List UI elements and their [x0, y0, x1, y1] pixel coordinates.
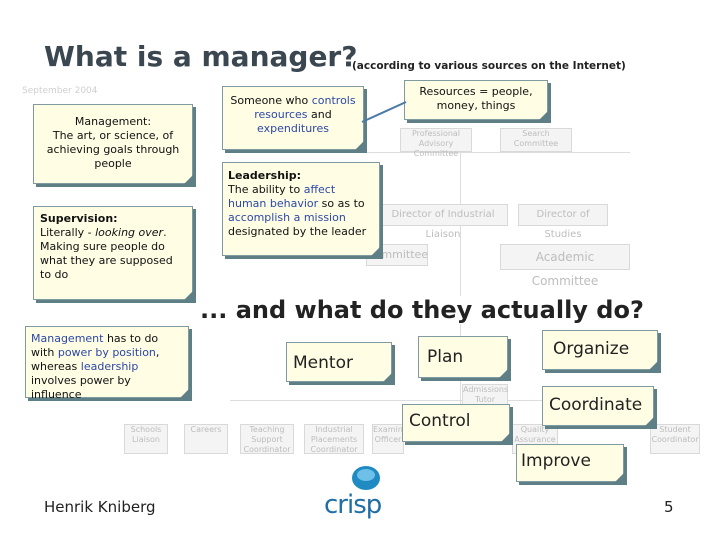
- connector-line: [361, 101, 407, 123]
- task-organize: Organize: [542, 330, 658, 370]
- org-box: Careers: [184, 424, 228, 454]
- footer-author: Henrik Kniberg: [44, 498, 156, 516]
- org-box: Director of Industrial Liaison: [378, 204, 508, 240]
- logo-swoosh-icon: [352, 466, 380, 490]
- org-box: Teaching Support Coordinator: [240, 424, 294, 454]
- management-heading: Management:: [74, 115, 152, 128]
- org-box: Schools Liaison: [124, 424, 168, 454]
- page-number: 5: [664, 498, 674, 516]
- org-box: Academic Committee: [500, 244, 630, 288]
- org-box: Search Committee: [500, 128, 572, 152]
- leadership-note: Leadership: The ability to affect human …: [222, 162, 380, 256]
- leadership-heading: Leadership:: [228, 169, 302, 182]
- supervision-text: Literally - looking over. Making sure pe…: [40, 226, 173, 281]
- slide-title-note: (according to various sources on the Int…: [352, 60, 626, 72]
- management-text: The art, or science, of achieving goals …: [46, 129, 180, 170]
- crisp-logo: crisp: [322, 462, 402, 522]
- task-control: Control: [402, 404, 510, 442]
- org-box: Examinations Officer: [372, 424, 427, 454]
- task-improve: Improve: [516, 444, 624, 482]
- position-note: Management has to do with power by posit…: [25, 326, 189, 401]
- supervision-heading: Supervision:: [40, 212, 118, 225]
- supervision-note: Supervision: Literally - looking over. M…: [33, 206, 193, 300]
- leadership-text: The ability to affect human behavior so …: [228, 183, 367, 238]
- task-coordinate: Coordinate: [542, 386, 654, 426]
- management-note: Management: The art, or science, of achi…: [33, 104, 193, 184]
- logo-text: crisp: [324, 490, 382, 520]
- org-box: Professional Advisory Committee: [400, 128, 472, 158]
- org-box: Industrial Placements Coordinator: [304, 424, 364, 454]
- slide-subtitle: ... and what do they actually do?: [198, 296, 646, 324]
- org-date: September 2004: [22, 86, 98, 96]
- org-box: Director of Studies: [518, 204, 608, 240]
- org-box: Student Coordinator: [650, 424, 700, 454]
- resources-text: Resources = people, money, things: [419, 85, 533, 112]
- resources-note: Resources = people, money, things: [404, 80, 548, 120]
- task-plan: Plan: [418, 336, 508, 378]
- task-mentor: Mentor: [286, 342, 392, 382]
- slide-title: What is a manager?: [44, 40, 358, 73]
- controls-note: Someone who controls resources and expen…: [222, 86, 364, 150]
